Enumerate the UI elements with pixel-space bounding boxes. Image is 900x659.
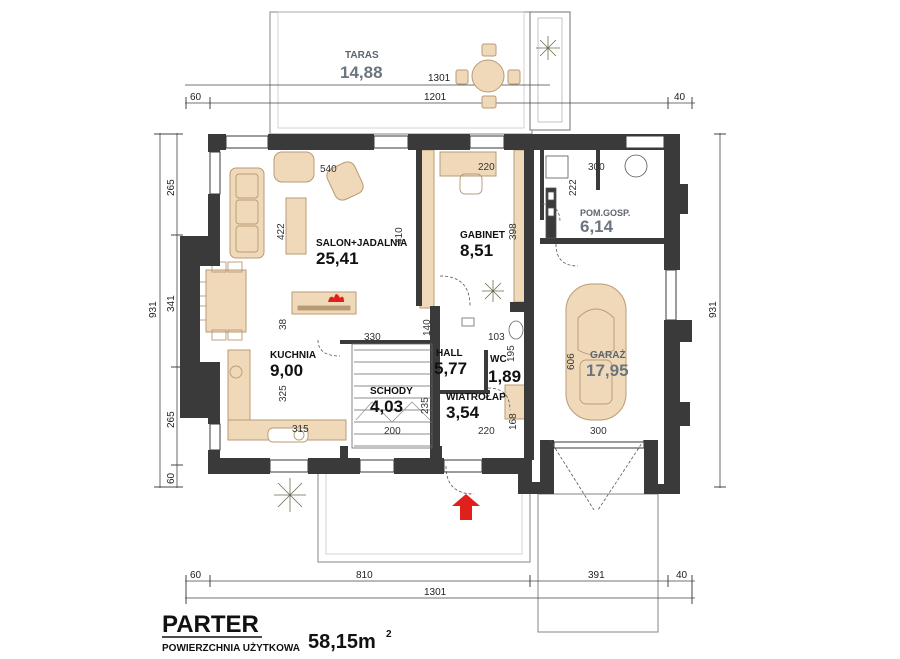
svg-text:325: 325: [278, 385, 289, 402]
dim-bottom-main: 810: [356, 570, 373, 581]
dim-left-60: 60: [166, 472, 177, 484]
room-name-gabinet: GABINET: [460, 230, 505, 241]
dining-table: [205, 269, 247, 333]
room-name-garaz: GARAŻ: [590, 348, 626, 361]
room-area-gabinet: 8,51: [460, 241, 493, 260]
room-labels: TARAS 14,88 SALON+JADALNIA 25,41 GABINET…: [270, 50, 630, 422]
svg-text:235: 235: [420, 397, 431, 414]
svg-text:220: 220: [478, 426, 495, 437]
room-name-salon: SALON+JADALNIA: [316, 238, 407, 249]
coffee-table: [285, 197, 307, 255]
room-area-pomgosp: 6,14: [580, 217, 614, 236]
plan-title: PARTER: [162, 611, 259, 638]
furniture-details: [195, 173, 615, 443]
svg-text:220: 220: [478, 162, 495, 173]
total-area: 58,15m: [308, 631, 376, 653]
dim-top-left: 60: [190, 92, 202, 103]
terrace-table: [455, 43, 521, 109]
wardrobe-salon: [419, 149, 435, 309]
svg-text:300: 300: [588, 162, 605, 173]
armchair-2: [326, 161, 364, 201]
svg-text:540: 540: [320, 164, 337, 175]
fire-icon: [328, 294, 344, 302]
plant-icon: [274, 36, 560, 512]
doors: [317, 203, 645, 511]
dim-left-total: 931: [148, 301, 159, 318]
svg-text:606: 606: [566, 353, 577, 370]
room-name-kuchnia: KUCHNIA: [270, 350, 316, 361]
room-area-schody: 4,03: [370, 397, 403, 416]
svg-text:315: 315: [292, 424, 309, 435]
svg-text:222: 222: [568, 179, 579, 196]
dim-left-265-top: 265: [166, 179, 177, 196]
room-area-taras: 14,88: [340, 63, 383, 82]
car: [565, 283, 627, 421]
sofa: [229, 167, 265, 259]
room-area-salon: 25,41: [316, 249, 359, 268]
title-block: PARTER POWIERZCHNIA UŻYTKOWA 58,15m 2: [162, 611, 392, 654]
room-name-wiatrolap: WIATROŁAP: [446, 392, 506, 403]
dim-top-right: 40: [674, 92, 686, 103]
entrance-arrow-icon: [452, 494, 480, 520]
room-area-hall: 5,77: [434, 359, 467, 378]
dim-top-total: 1201: [424, 92, 447, 103]
wc-fixtures: [461, 317, 524, 340]
room-name-pomgosp: POM.GOSP.: [580, 208, 630, 218]
room-name-wc: WC: [490, 354, 507, 365]
exterior-dimensions: 60 1201 40 1301 60 810 391 40 1301 265 3…: [148, 73, 719, 598]
windows: [209, 135, 677, 473]
room-name-taras: TARAS: [345, 50, 379, 61]
svg-text:398: 398: [508, 223, 519, 240]
walls: [180, 134, 692, 494]
svg-text:200: 200: [384, 426, 401, 437]
dim-left-265-bottom: 265: [166, 411, 177, 428]
room-area-garaz: 17,95: [586, 361, 629, 380]
plan-subtitle: POWIERZCHNIA UŻYTKOWA: [162, 641, 300, 654]
stairs: [351, 343, 433, 449]
interior-dimensions: 540 422 410 220 398 300 222 330 140 38 3…: [276, 162, 607, 437]
dim-bottom-garage: 391: [588, 570, 605, 581]
svg-text:330: 330: [364, 332, 381, 343]
room-area-wiatrolap: 3,54: [446, 403, 480, 422]
dim-bottom-right: 40: [676, 570, 688, 581]
dim-right-total: 931: [708, 301, 719, 318]
svg-text:410: 410: [394, 227, 405, 244]
appliances: [545, 154, 648, 239]
svg-text:300: 300: [590, 426, 607, 437]
fireplace: [291, 291, 357, 315]
dim-bottom-left: 60: [190, 570, 202, 581]
dim-bottom-total: 1301: [424, 587, 447, 598]
dim-left-341: 341: [166, 295, 177, 312]
room-area-wc: 1,89: [488, 367, 521, 386]
desk: [439, 151, 497, 177]
dimension-lines: [154, 84, 726, 604]
front-paving: [317, 465, 659, 633]
room-name-hall: HALL: [436, 348, 463, 359]
svg-text:103: 103: [488, 332, 505, 343]
armchair: [273, 151, 315, 183]
svg-text:168: 168: [508, 413, 519, 430]
furniture: [205, 149, 627, 441]
dim-terrace-width: 1301: [428, 73, 451, 84]
svg-text:140: 140: [422, 319, 433, 336]
svg-text:195: 195: [506, 345, 517, 362]
svg-text:422: 422: [276, 223, 287, 240]
room-area-kuchnia: 9,00: [270, 361, 303, 380]
terrace: [269, 11, 571, 135]
total-area-sup: 2: [386, 629, 392, 640]
svg-text:38: 38: [278, 318, 289, 330]
room-name-schody: SCHODY: [370, 386, 413, 397]
